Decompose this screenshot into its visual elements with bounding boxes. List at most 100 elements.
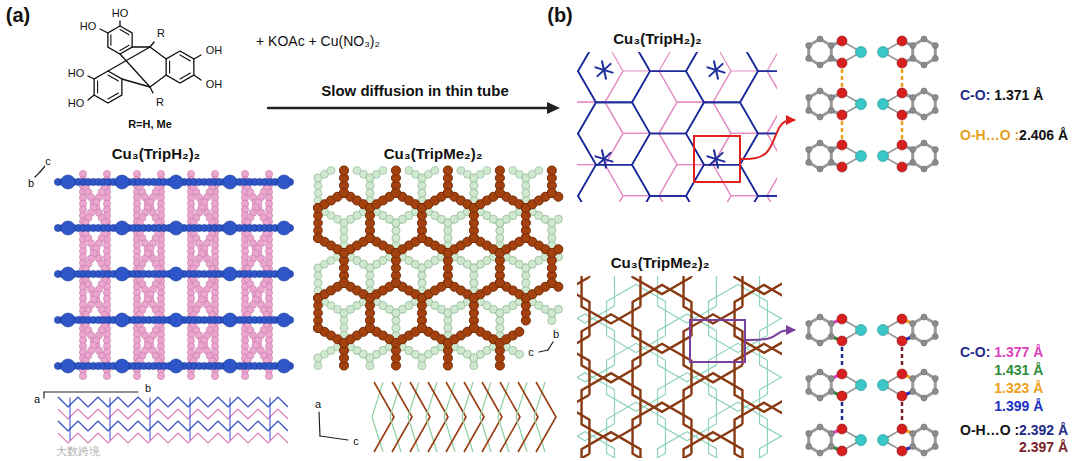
- atom-ball: [521, 234, 530, 243]
- bond: [150, 87, 153, 93]
- atom-ball: [443, 279, 452, 288]
- atom-ball: [115, 267, 129, 281]
- atom-ball: [392, 324, 400, 332]
- atom-ball: [495, 189, 504, 198]
- atom-ball: [392, 324, 400, 332]
- atom-ball: [470, 362, 478, 370]
- atom-ball: [469, 234, 478, 243]
- atom-ball: [548, 234, 556, 242]
- atom-ball: [223, 359, 237, 373]
- atom-ball: [365, 234, 374, 243]
- atom-ball: [339, 189, 348, 198]
- atom-ball: [496, 317, 504, 325]
- atom-ball: [391, 189, 400, 198]
- atom-ball: [547, 189, 556, 198]
- atom-ball: [554, 305, 562, 313]
- axis-line: [40, 166, 45, 172]
- atom-ball: [417, 234, 426, 243]
- double-bond: [97, 81, 98, 93]
- atom-ball: [535, 167, 543, 175]
- atom-ball: [522, 189, 530, 197]
- atom-ball: [444, 317, 452, 325]
- atom-ball: [443, 166, 452, 175]
- wire: [58, 421, 288, 431]
- atom-ball: [522, 182, 530, 190]
- wireframe-blue-pink: [58, 397, 288, 443]
- atom-ball: [521, 234, 530, 243]
- atom-ball: [418, 182, 426, 190]
- atom-ball: [314, 362, 322, 370]
- atom-ball: [314, 182, 322, 190]
- atom-ball: [340, 317, 348, 325]
- atom-ball: [443, 279, 452, 288]
- atom-ball: [392, 227, 400, 235]
- bond: [120, 54, 150, 87]
- atom-ball: [548, 234, 556, 242]
- wire: [70, 398, 71, 440]
- atom-ball: [392, 317, 400, 325]
- atom-ball: [169, 221, 183, 235]
- atom-ball: [548, 317, 556, 325]
- atom-ball: [366, 189, 374, 197]
- atom-ball: [339, 189, 348, 198]
- atom-ball: [417, 324, 426, 333]
- atom-ball: [547, 166, 556, 175]
- atom-ball: [366, 182, 374, 190]
- atom-ball: [365, 324, 374, 333]
- double-bond: [120, 30, 129, 35]
- wire: [230, 398, 231, 440]
- blue-node: [61, 175, 291, 373]
- atom-ball: [391, 166, 400, 175]
- atom-ball: [495, 189, 504, 198]
- atom-ball: [522, 272, 530, 280]
- atom-ball: [443, 279, 452, 288]
- reaction-arrow: [268, 102, 560, 114]
- atom-ball: [339, 189, 348, 198]
- atom-ball: [339, 279, 348, 288]
- atom-ball: [391, 279, 400, 288]
- atom-ball: [554, 305, 562, 313]
- atom-ball: [444, 324, 452, 332]
- atom-ball: [496, 324, 504, 332]
- atom-ball: [340, 234, 348, 242]
- atom-ball: [469, 234, 478, 243]
- atom-ball: [443, 279, 452, 288]
- atom-ball: [169, 175, 183, 189]
- atom-ball: [470, 182, 478, 190]
- axis-line: [539, 350, 548, 352]
- atom-ball: [547, 279, 556, 288]
- atom-ball: [61, 359, 75, 373]
- atom-ball: [469, 234, 478, 243]
- atom-ball: [277, 359, 291, 373]
- atom-ball: [366, 182, 374, 190]
- atom-ball: [443, 279, 452, 288]
- atom-ball: [365, 234, 374, 243]
- atom-ball: [379, 167, 387, 175]
- atom-ball: [469, 234, 478, 243]
- atom-ball: [339, 189, 348, 198]
- bond: [100, 29, 108, 33]
- wire: [270, 398, 271, 440]
- atom-ball: [418, 272, 426, 280]
- atom-ball: [133, 372, 140, 379]
- atom-ball: [223, 313, 237, 327]
- atom-ball: [61, 313, 75, 327]
- atom-ball: [366, 189, 374, 197]
- atom-ball: [444, 324, 452, 332]
- atom-ball: [223, 267, 237, 281]
- atom-ball: [366, 272, 374, 280]
- atom-ball: [366, 362, 374, 370]
- atom-ball: [366, 279, 374, 287]
- bond: [194, 75, 201, 80]
- atom-ball: [554, 245, 563, 254]
- atom-ball: [418, 362, 426, 370]
- bond: [132, 46, 150, 47]
- atom-ball: [314, 324, 323, 333]
- double-bond: [108, 75, 118, 81]
- axis-line: [44, 391, 138, 392]
- atom-ball: [417, 234, 426, 243]
- atom-ball: [365, 234, 374, 243]
- atom-ball: [547, 279, 556, 288]
- atom-ball: [340, 227, 348, 235]
- atom-ball: [495, 166, 504, 175]
